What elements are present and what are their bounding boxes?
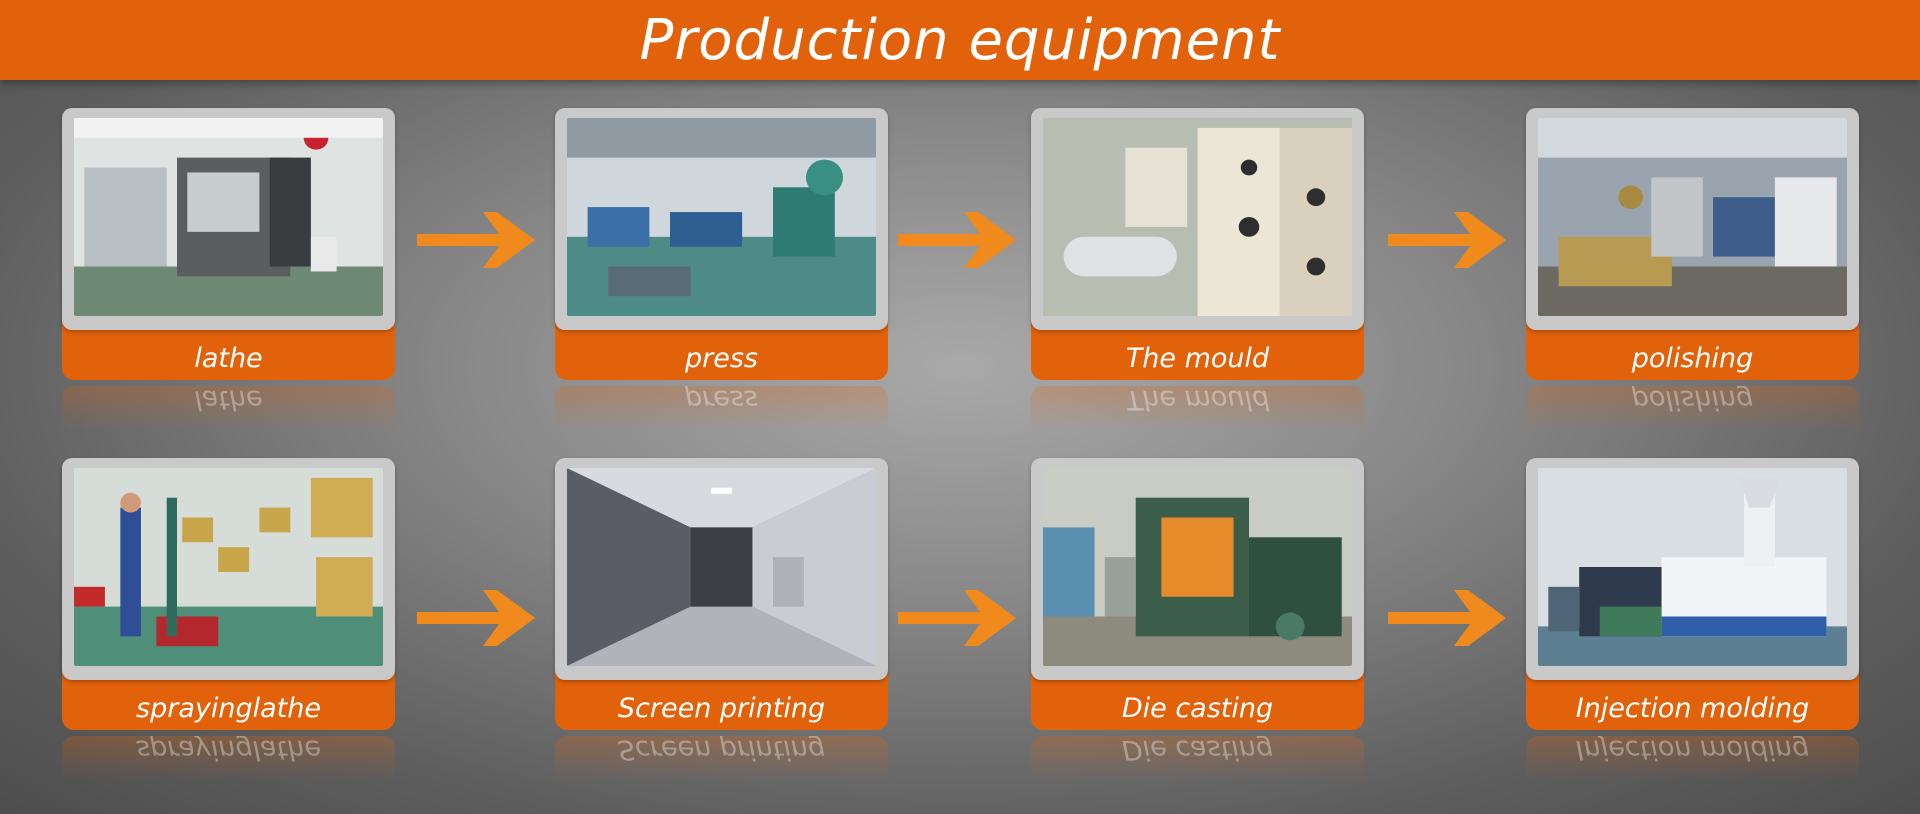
polishing-photo: [1538, 118, 1847, 316]
photo-frame: [1526, 458, 1859, 680]
label-reflection: Die casting: [1031, 736, 1364, 780]
label-reflection: lathe: [62, 386, 395, 430]
label-reflection: The mould: [1031, 386, 1364, 430]
photo-frame: [555, 108, 888, 330]
equipment-card-mould[interactable]: The mould The mould: [1031, 108, 1364, 430]
arrow-right-icon: [417, 586, 537, 650]
equipment-card-lathe[interactable]: lathe lathe: [62, 108, 395, 430]
photo-frame: [62, 108, 395, 330]
spraying-photo: [74, 468, 383, 666]
equipment-card-injection-molding[interactable]: Injection molding Injection molding: [1526, 458, 1859, 780]
photo-frame: [62, 458, 395, 680]
arrow-right-icon: [898, 586, 1018, 650]
injection-molding-photo: [1538, 468, 1847, 666]
page-header: Production equipment: [0, 0, 1920, 80]
label-reflection: sprayinglathe: [62, 736, 395, 780]
arrow-right-icon: [898, 208, 1018, 272]
equipment-card-press[interactable]: press press: [555, 108, 888, 430]
die-casting-photo: [1043, 468, 1352, 666]
label-reflection: Screen printing: [555, 736, 888, 780]
press-photo: [567, 118, 876, 316]
equipment-card-screen-printing[interactable]: Screen printing Screen printing: [555, 458, 888, 780]
arrow-right-icon: [417, 208, 537, 272]
equipment-card-die-casting[interactable]: Die casting Die casting: [1031, 458, 1364, 780]
screen-printing-photo: [567, 468, 876, 666]
label-reflection: press: [555, 386, 888, 430]
page-title: Production equipment: [639, 7, 1281, 73]
mould-photo: [1043, 118, 1352, 316]
label-reflection: Injection molding: [1526, 736, 1859, 780]
lathe-photo: [74, 118, 383, 316]
arrow-right-icon: [1388, 208, 1508, 272]
photo-frame: [1031, 108, 1364, 330]
arrow-right-icon: [1388, 586, 1508, 650]
photo-frame: [555, 458, 888, 680]
equipment-card-spraying[interactable]: sprayinglathe sprayinglathe: [62, 458, 395, 780]
equipment-card-polishing[interactable]: polishing polishing: [1526, 108, 1859, 430]
label-reflection: polishing: [1526, 386, 1859, 430]
photo-frame: [1526, 108, 1859, 330]
photo-frame: [1031, 458, 1364, 680]
